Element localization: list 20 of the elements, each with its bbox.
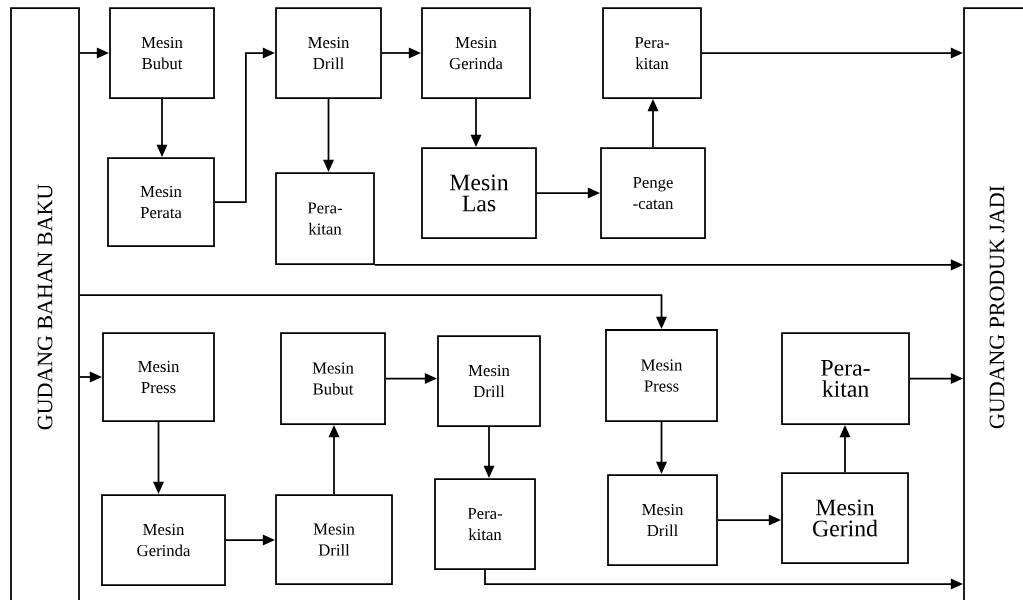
process-box: Mesin Press <box>102 332 215 422</box>
storage-box: GUDANG BAHAN BAKU <box>10 7 80 600</box>
storage-box: GUDANG PRODUK JADI <box>963 7 1023 600</box>
process-box: Mesin Perata <box>107 157 215 247</box>
process-box: Pera- kitan <box>434 478 536 570</box>
process-box: Mesin Gerind <box>781 472 909 564</box>
process-box: Mesin Drill <box>275 494 393 585</box>
process-box: Mesin Las <box>421 147 537 239</box>
process-box: Mesin Drill <box>275 7 382 99</box>
process-box: Mesin Bubut <box>280 332 386 425</box>
process-box: Pera- kitan <box>275 172 375 265</box>
process-box: Pera- kitan <box>602 7 702 99</box>
process-box: Mesin Drill <box>437 335 541 427</box>
process-box: Mesin Drill <box>607 474 718 566</box>
process-box: Pera- kitan <box>781 332 910 425</box>
process-box: Mesin Press <box>605 329 718 422</box>
process-box: Mesin Gerinda <box>421 7 531 99</box>
process-box: Mesin Gerinda <box>101 494 226 586</box>
process-box: Mesin Bubut <box>109 7 215 99</box>
process-box: Penge -catan <box>600 147 706 239</box>
